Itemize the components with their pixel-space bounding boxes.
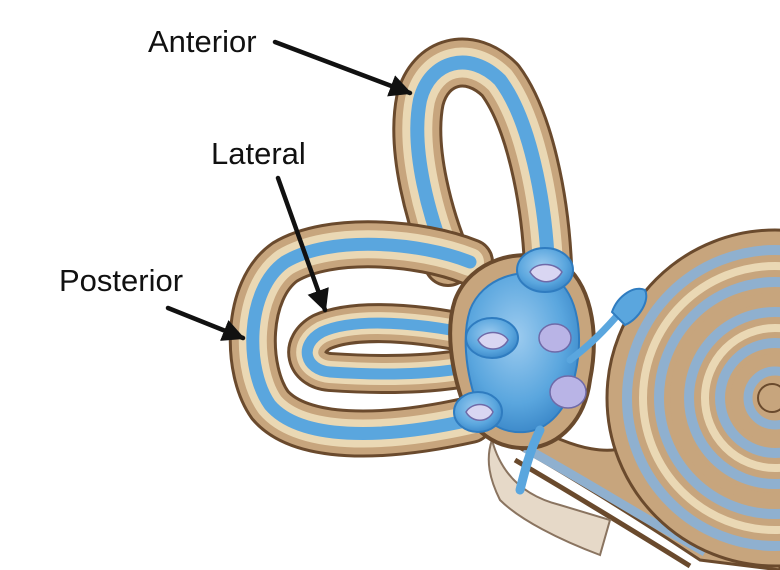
- cochlea-spiral-ring-2: [639, 262, 780, 534]
- lateral-canal-membrane: [301, 317, 506, 380]
- crista-posterior: [465, 403, 494, 421]
- lateral-arrow: [275, 175, 329, 313]
- macula-utricle: [538, 323, 572, 353]
- crista-lateral: [477, 331, 509, 350]
- posterior-arrow: [165, 305, 246, 341]
- cochlea-spiral-ring-5: [684, 307, 780, 489]
- cochlea-spiral-core: [757, 383, 780, 413]
- cochlea-spiral-ring-7: [715, 338, 780, 458]
- cochlear-connecting-duct: [515, 425, 545, 495]
- anterior-canal-membrane: [410, 55, 555, 272]
- cochlea-spiral-ring-6: [701, 324, 780, 472]
- lateral-canal: [287, 303, 520, 394]
- cochlea-spiral-ring-9: [743, 366, 780, 430]
- cochlea-spiral-ring-3: [654, 277, 780, 519]
- anterior-label: Anterior: [148, 24, 257, 59]
- cochlea-duct-dark: [513, 457, 692, 569]
- cochlea-spiral-ring-1: [622, 245, 780, 551]
- crista-anterior: [529, 263, 563, 283]
- endolymphatic-sac: [610, 287, 648, 327]
- label-arrows: [165, 39, 413, 341]
- lateral-label: Lateral: [211, 136, 306, 171]
- cochlea-spiral-ring-8: [730, 353, 780, 443]
- cochlea-spiral-ring-4: [670, 293, 780, 503]
- posterior-canal: [228, 220, 494, 458]
- posterior-label: Posterior: [59, 263, 184, 298]
- macula-saccule: [549, 375, 587, 409]
- posterior-canal-membrane: [246, 237, 477, 440]
- vestibule: [448, 247, 648, 495]
- cochlea: [487, 228, 780, 570]
- cochlea-bone-shelf: [487, 436, 612, 557]
- anterior-arrow: [272, 39, 413, 97]
- anterior-canal: [392, 37, 573, 290]
